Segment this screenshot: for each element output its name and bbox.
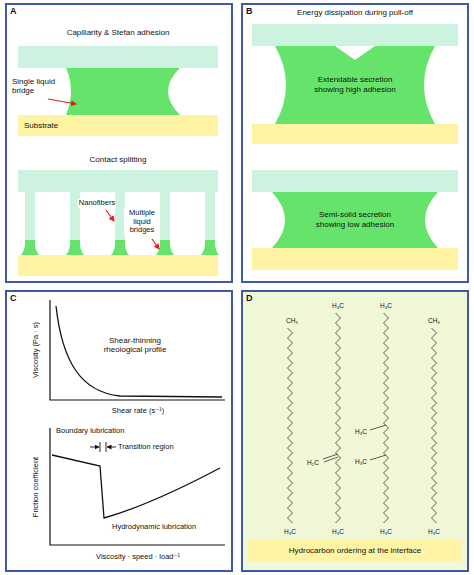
panel: B Extendable secretion showing high adhes…	[241, 3, 469, 283]
top-plate	[18, 170, 218, 192]
leader-arrow	[48, 99, 76, 104]
axis-label: Viscosity · speed · load⁻¹	[96, 553, 180, 562]
chem-group: H₃C	[380, 528, 392, 535]
small-liquid-bridges	[21, 240, 219, 255]
chain-branches	[323, 425, 386, 462]
chem-group: H₃C	[380, 302, 392, 309]
panel-letter: D	[246, 293, 253, 303]
chart-axes	[50, 428, 225, 545]
band-label: Substrate	[24, 121, 58, 130]
chem-group: CH₃	[428, 317, 440, 324]
leader-arrow	[152, 239, 159, 249]
chem-group: H₃C	[355, 428, 367, 435]
leader-arrow	[106, 210, 114, 221]
chem-group: H₃C	[332, 528, 344, 535]
chart-axes	[50, 300, 225, 400]
top-plate	[252, 170, 458, 192]
secretion-bridge: Extendable secretion showing high adhesi…	[275, 46, 435, 124]
panel-letter: B	[246, 6, 253, 16]
viscosity-curve	[56, 306, 222, 397]
interface-band: Hydrocarbon ordering at the interface	[248, 540, 462, 562]
panel-heading: Energy dissipation during pull-off	[297, 8, 413, 17]
axis-label: Viscosity (Pa · s)	[32, 322, 41, 378]
leader-label: Multiple liquid bridges	[124, 209, 160, 235]
panel-heading: Capillarity & Stefan adhesion	[67, 28, 170, 37]
chem-group: CH₃	[286, 317, 298, 324]
panel: A Substrate	[5, 3, 233, 283]
transition-bracket	[90, 442, 116, 452]
liquid-bridge	[66, 68, 180, 115]
chem-group: H₃C	[355, 458, 367, 465]
top-plate	[18, 46, 218, 68]
secretion-bridge: Semi-solid secretion showing low adhesio…	[272, 192, 438, 248]
substrate-band: Substrate	[18, 115, 218, 136]
band-label: Hydrocarbon ordering at the interface	[289, 546, 422, 555]
panel-ground	[243, 292, 467, 570]
leader-label: Single liquid bridge	[12, 77, 62, 95]
regime-label: Transition region	[118, 443, 174, 452]
chem-group: H₃C	[284, 528, 296, 535]
top-plate	[252, 24, 458, 46]
axis-label: Friction coefficient	[32, 457, 41, 517]
leader-label: Nanofibers	[78, 199, 116, 208]
nanofibers	[25, 192, 215, 240]
chem-group: H₂C	[307, 459, 319, 466]
secretion-label: Semi-solid secretion showing low adhesio…	[305, 210, 405, 229]
axis-label: Shear rate (s⁻¹)	[112, 407, 164, 416]
panel-letter: C	[10, 293, 17, 303]
chem-group: H₃C	[428, 528, 440, 535]
panel-heading: Contact splitting	[90, 155, 147, 164]
chem-group: H₃C	[332, 302, 344, 309]
stribeck-curve	[52, 455, 220, 518]
regime-label: Hydrodynamic lubrication	[112, 523, 196, 532]
panel-letter: A	[10, 6, 17, 16]
curve-label: Shear-thinning rheological profile	[90, 336, 180, 354]
substrate-band	[18, 255, 218, 276]
substrate-band	[252, 124, 458, 144]
regime-label: Boundary lubrication	[56, 427, 124, 436]
substrate-band	[252, 248, 458, 270]
secretion-label: Extendable secretion showing high adhesi…	[305, 75, 405, 94]
hydrocarbon-chains	[288, 313, 437, 523]
